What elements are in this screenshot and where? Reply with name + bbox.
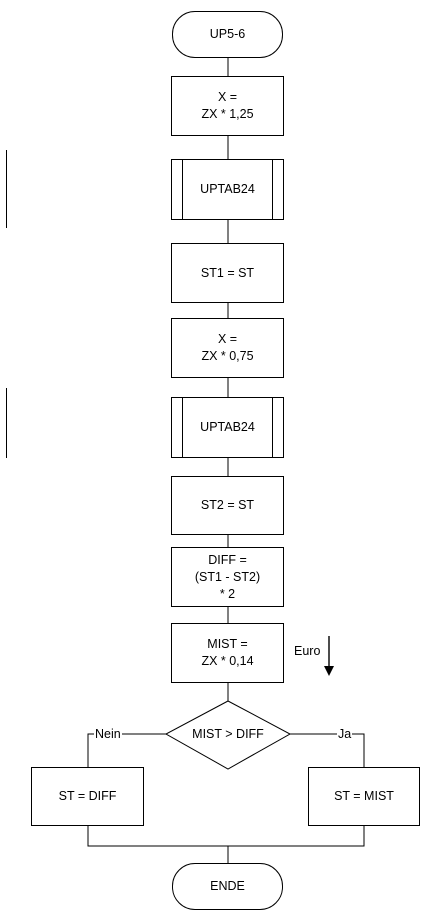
process-box-st-mist: ST = MIST — [308, 767, 420, 826]
end-terminal: ENDE — [172, 863, 283, 910]
margin-bar — [6, 388, 7, 458]
subprocess-uptab24-1: UPTAB24 — [171, 159, 284, 220]
branch-label-no: Nein — [94, 727, 122, 741]
process-box-x-2: X = ZX * 0,75 — [171, 318, 284, 378]
process-box-x-1: X = ZX * 1,25 — [171, 76, 284, 136]
subprocess-label: UPTAB24 — [200, 420, 255, 434]
euro-arrow-icon — [324, 636, 334, 676]
process-box-diff: DIFF = (ST1 - ST2) * 2 — [171, 547, 284, 607]
process-box-st1: ST1 = ST — [171, 243, 284, 303]
process-box-mist: MIST = ZX * 0,14 — [171, 623, 284, 683]
subprocess-uptab24-2: UPTAB24 — [171, 397, 284, 458]
start-terminal: UP5-6 — [172, 11, 283, 58]
margin-bar — [6, 150, 7, 228]
process-box-st-diff: ST = DIFF — [31, 767, 144, 826]
branch-label-yes: Ja — [337, 727, 353, 741]
euro-label: Euro — [294, 644, 321, 658]
process-box-st2: ST2 = ST — [171, 476, 284, 535]
subprocess-label: UPTAB24 — [200, 182, 255, 196]
decision-diamond-label: MIST > DIFF — [192, 726, 264, 741]
